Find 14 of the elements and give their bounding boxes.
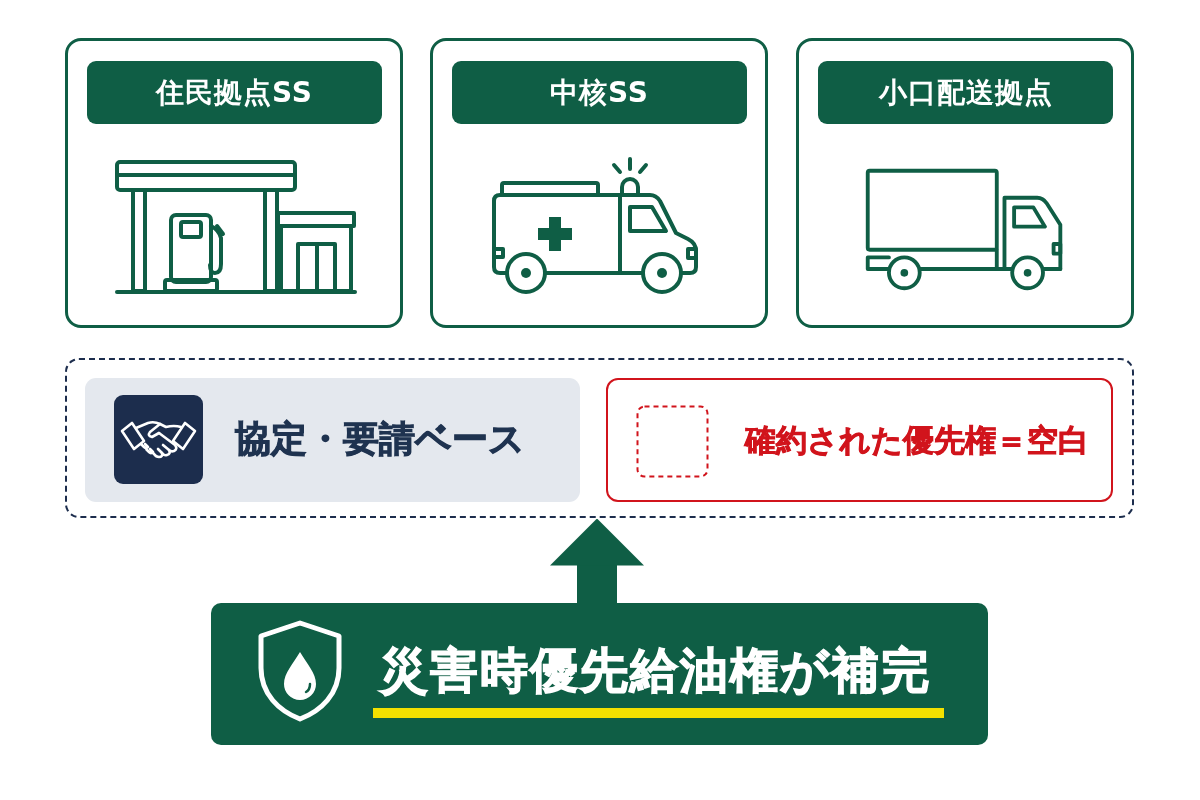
location-card — [430, 38, 768, 328]
title-label: 小口配送拠点 — [818, 61, 1113, 124]
info-panel — [85, 378, 580, 502]
arrow — [550, 518, 644, 603]
alert-text: 確約された優先権＝空白 — [745, 421, 1089, 459]
banner-headline: 災害時優先給油権が補完 — [380, 641, 931, 699]
title-label: 住民拠点SS — [87, 61, 382, 124]
highlight-banner — [211, 603, 988, 745]
location-card — [65, 38, 403, 328]
alert-panel — [606, 378, 1113, 502]
title-label: 中核SS — [452, 61, 747, 124]
panel-label: 協定・要請ベース — [235, 417, 525, 461]
dashed-group-frame — [65, 358, 1134, 518]
location-card — [796, 38, 1134, 328]
